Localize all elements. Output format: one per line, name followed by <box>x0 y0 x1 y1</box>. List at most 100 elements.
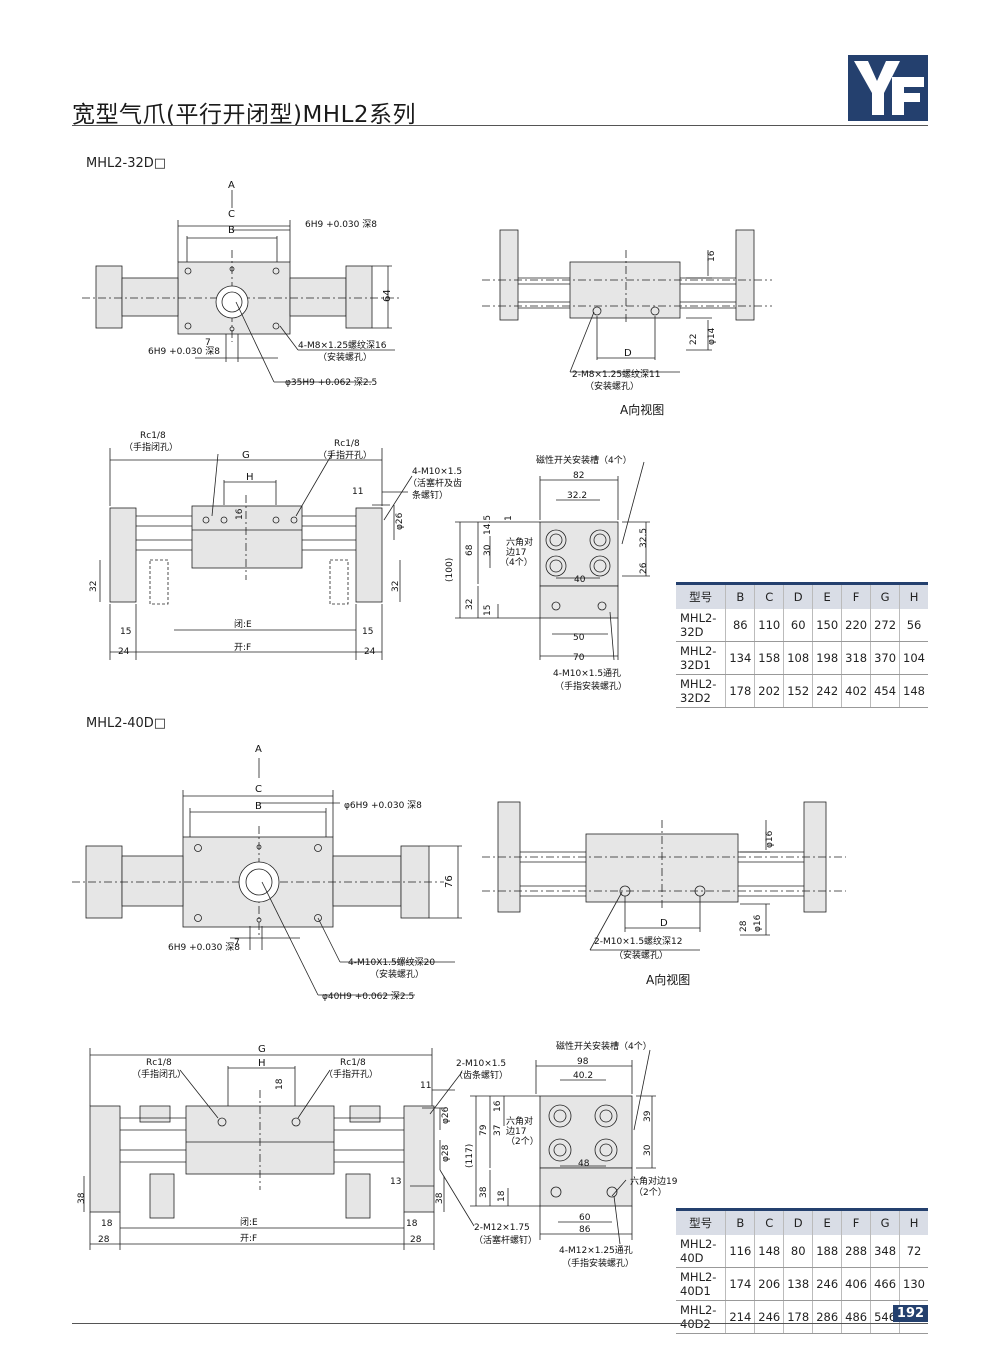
caption-a-view-40: A向视图 <box>646 972 690 987</box>
table-row: MHL2-40D2214246178286486546170 <box>676 1300 928 1334</box>
note-rc-open-32: Rc1/8 <box>334 439 360 449</box>
dim-26-f32: φ26 <box>395 512 405 530</box>
table-cell: 158 <box>754 641 784 675</box>
table-cell: 104 <box>899 641 928 675</box>
note-finger-hole-40: 4-M12×1.25通孔 <box>559 1245 633 1256</box>
note-piston-screw-40: 2-M12×1.75 <box>474 1223 530 1233</box>
table-cell: 86 <box>725 609 755 642</box>
note-hex3-32: （4个） <box>500 557 533 568</box>
dim-close-e-32: 闭:E <box>234 618 252 630</box>
dim-1-s32: 1 <box>504 515 514 521</box>
table-cell: MHL2-40D2 <box>676 1300 726 1334</box>
note-side-screw-sub-32: （安装螺孔） <box>585 380 639 392</box>
dim-18a-f40: 18 <box>101 1219 113 1229</box>
dim-14-5: 14.5 <box>483 515 493 535</box>
spec-table-32-col-header: F <box>841 582 871 609</box>
dim-86: 86 <box>579 1225 591 1235</box>
dim-28b-f40: 28 <box>410 1235 422 1245</box>
dim-16-s40: 16 <box>493 1100 503 1112</box>
note-switch-slot-40: 磁性开关安装槽（4个） <box>556 1040 652 1052</box>
note-hex2-32: 边17 <box>506 547 526 558</box>
label-h-40: H <box>258 1058 266 1069</box>
dim-39: 39 <box>643 1110 653 1122</box>
table-cell: 80 <box>783 1235 813 1268</box>
dim-32-s32: 32 <box>465 599 475 610</box>
note-mount-screw-40: 4-M10X1.5螺纹深20 <box>348 956 435 968</box>
dim-100: (100) <box>445 558 455 582</box>
dim-40-s32: 40 <box>574 575 586 585</box>
note-rc-close-32: Rc1/8 <box>140 431 166 441</box>
table-cell: 454 <box>870 674 900 708</box>
note-hex19-sub-40: （2个） <box>634 1187 667 1198</box>
note-piston-screw-sub-40: （活塞杆螺钉） <box>474 1234 537 1246</box>
label-d-40: D <box>660 918 668 929</box>
table-cell: 242 <box>812 674 842 708</box>
dim-15a-f32: 15 <box>120 627 131 637</box>
note-hex-32: 六角对 <box>506 536 533 548</box>
note-finger-hole-32: 4-M10×1.5通孔 <box>553 668 621 679</box>
dim-13-f40: 13 <box>390 1177 401 1187</box>
label-g-40: G <box>258 1044 266 1055</box>
table-cell: 72 <box>899 1235 928 1268</box>
front-view-40 <box>83 1048 475 1250</box>
table-cell: 318 <box>841 641 871 675</box>
table-cell: MHL2-32D2 <box>676 674 726 708</box>
caption-a-view-32: A向视图 <box>620 402 664 417</box>
table-cell: 108 <box>783 641 813 675</box>
spec-table-40-col-header: C <box>754 1208 784 1235</box>
spec-table-40-col-header: H <box>899 1208 928 1235</box>
footer-rule <box>72 1323 928 1324</box>
top-view-40 <box>72 758 462 996</box>
front-view-32 <box>99 448 413 660</box>
dim-18-s40: 18 <box>497 1190 507 1202</box>
dim-68: 68 <box>465 544 475 556</box>
note-hex-40: 六角对 <box>506 1115 533 1127</box>
note-hex2-40: 边17 <box>506 1126 526 1137</box>
table-cell: 130 <box>899 1267 928 1301</box>
table-cell: MHL2-40D1 <box>676 1267 726 1301</box>
dim-26-s32: 26 <box>639 562 649 574</box>
table-cell: 152 <box>783 674 813 708</box>
spec-table-40-col-header: B <box>725 1208 755 1235</box>
dim-18b-f40: 18 <box>406 1219 418 1229</box>
header-rule <box>72 125 928 126</box>
table-cell: 246 <box>754 1300 784 1334</box>
spec-table-32-col-header: G <box>870 582 900 609</box>
table-cell: 206 <box>754 1267 784 1301</box>
spec-table-32-col-header: B <box>725 582 755 609</box>
dim-open-f-32: 开:F <box>234 642 251 653</box>
yf-logo <box>848 55 928 121</box>
table-cell: 246 <box>812 1267 842 1301</box>
table-cell: 198 <box>812 641 842 675</box>
table-cell: 174 <box>725 1267 755 1301</box>
table-cell: MHL2-32D <box>676 609 726 642</box>
table-cell: 148 <box>899 674 928 708</box>
table-cell: 188 <box>812 1235 842 1268</box>
dim-48: 48 <box>578 1159 590 1169</box>
table-cell: 178 <box>783 1300 813 1334</box>
note-rc-open-40: Rc1/8 <box>340 1058 366 1068</box>
table-cell: 116 <box>725 1235 755 1268</box>
dim-79: 79 <box>479 1124 489 1136</box>
label-d-32: D <box>624 348 632 359</box>
table-cell: 486 <box>841 1300 871 1334</box>
dim-38-s40: 38 <box>479 1186 489 1198</box>
page-number: 192 <box>893 1305 928 1322</box>
note-hole-bottom-32: 6H9 +0.030 深8 <box>148 346 220 357</box>
table-cell: 56 <box>899 609 928 642</box>
spec-table-40-col-header: F <box>841 1208 871 1235</box>
dim-50: 50 <box>573 633 585 643</box>
table-cell: 406 <box>841 1267 871 1301</box>
table-cell: 220 <box>841 609 871 642</box>
note-hole-top-40: φ6H9 +0.030 深8 <box>344 800 422 811</box>
spec-table-32-col-header: E <box>812 582 842 609</box>
spec-table-40-col-header: E <box>812 1208 842 1235</box>
label-g-32: G <box>242 450 250 461</box>
table-cell: 134 <box>725 641 755 675</box>
